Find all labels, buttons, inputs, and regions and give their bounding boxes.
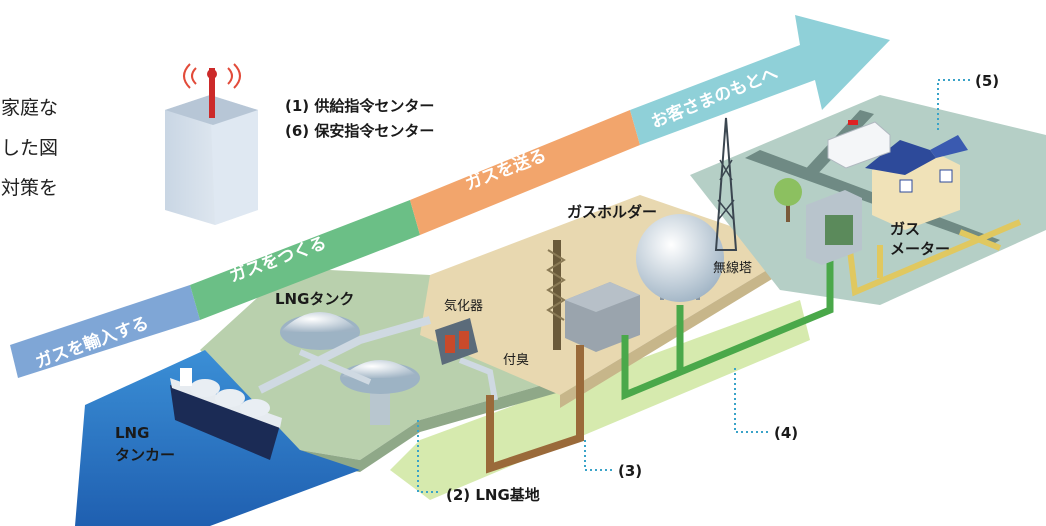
lng-tanker-label: LNG タンカー	[115, 422, 175, 466]
radio-tower	[714, 117, 738, 251]
underground-band	[390, 300, 810, 500]
ambulance	[827, 120, 891, 169]
governor-box	[806, 190, 862, 265]
body-text-line: 対策を	[1, 177, 59, 199]
lng-base-label: (2) LNG基地	[446, 486, 540, 504]
pipe-low-pressure	[847, 219, 1022, 297]
odorizer-tower	[546, 240, 566, 350]
body-text-line: した図	[1, 137, 59, 159]
pipe-high-pressure	[486, 345, 584, 474]
lng-pipes	[258, 316, 498, 401]
lng-tank-1	[280, 312, 360, 350]
lng-tanker-label-line: LNG	[115, 424, 150, 442]
gas-meter-label-line: メーター	[890, 240, 951, 258]
tree-1	[774, 178, 802, 222]
body-text-line: 家庭な	[1, 97, 59, 119]
lng-tanker-label-line: タンカー	[115, 446, 176, 464]
sea	[75, 350, 360, 526]
pipe-medium-pressure	[621, 260, 834, 401]
house-5-label: (5)	[975, 72, 1000, 90]
odorizer-label: 付臭	[503, 353, 530, 368]
leader-lines	[417, 79, 970, 493]
lng-tanker-ship	[170, 368, 282, 460]
pipe-3-label: (3)	[618, 462, 643, 480]
pressure-station	[565, 282, 640, 352]
vaporizer-unit	[435, 318, 478, 365]
gas-holder-sphere	[636, 214, 724, 302]
body-text: 家庭な した図 対策を	[1, 95, 58, 201]
supply-control-center-label: (1) 供給指令センター	[285, 97, 435, 115]
lng-tank-2	[340, 360, 420, 425]
safety-control-center-label: (6) 保安指令センター	[285, 122, 435, 140]
vaporizer-label: 気化器	[444, 299, 484, 314]
gas-meter-label-line: ガス	[890, 220, 921, 238]
gas-holder-label: ガスホルダー	[567, 203, 658, 221]
lng-tank-label: LNGタンク	[275, 290, 355, 308]
pipe-4-label: (4)	[774, 424, 799, 442]
gas-meter-label: ガス メーター	[890, 219, 950, 259]
radio-tower-label: 無線塔	[713, 261, 753, 276]
control-center-building	[165, 63, 258, 225]
house	[865, 135, 968, 230]
arrow-import: ガスを輸入する	[10, 285, 200, 378]
